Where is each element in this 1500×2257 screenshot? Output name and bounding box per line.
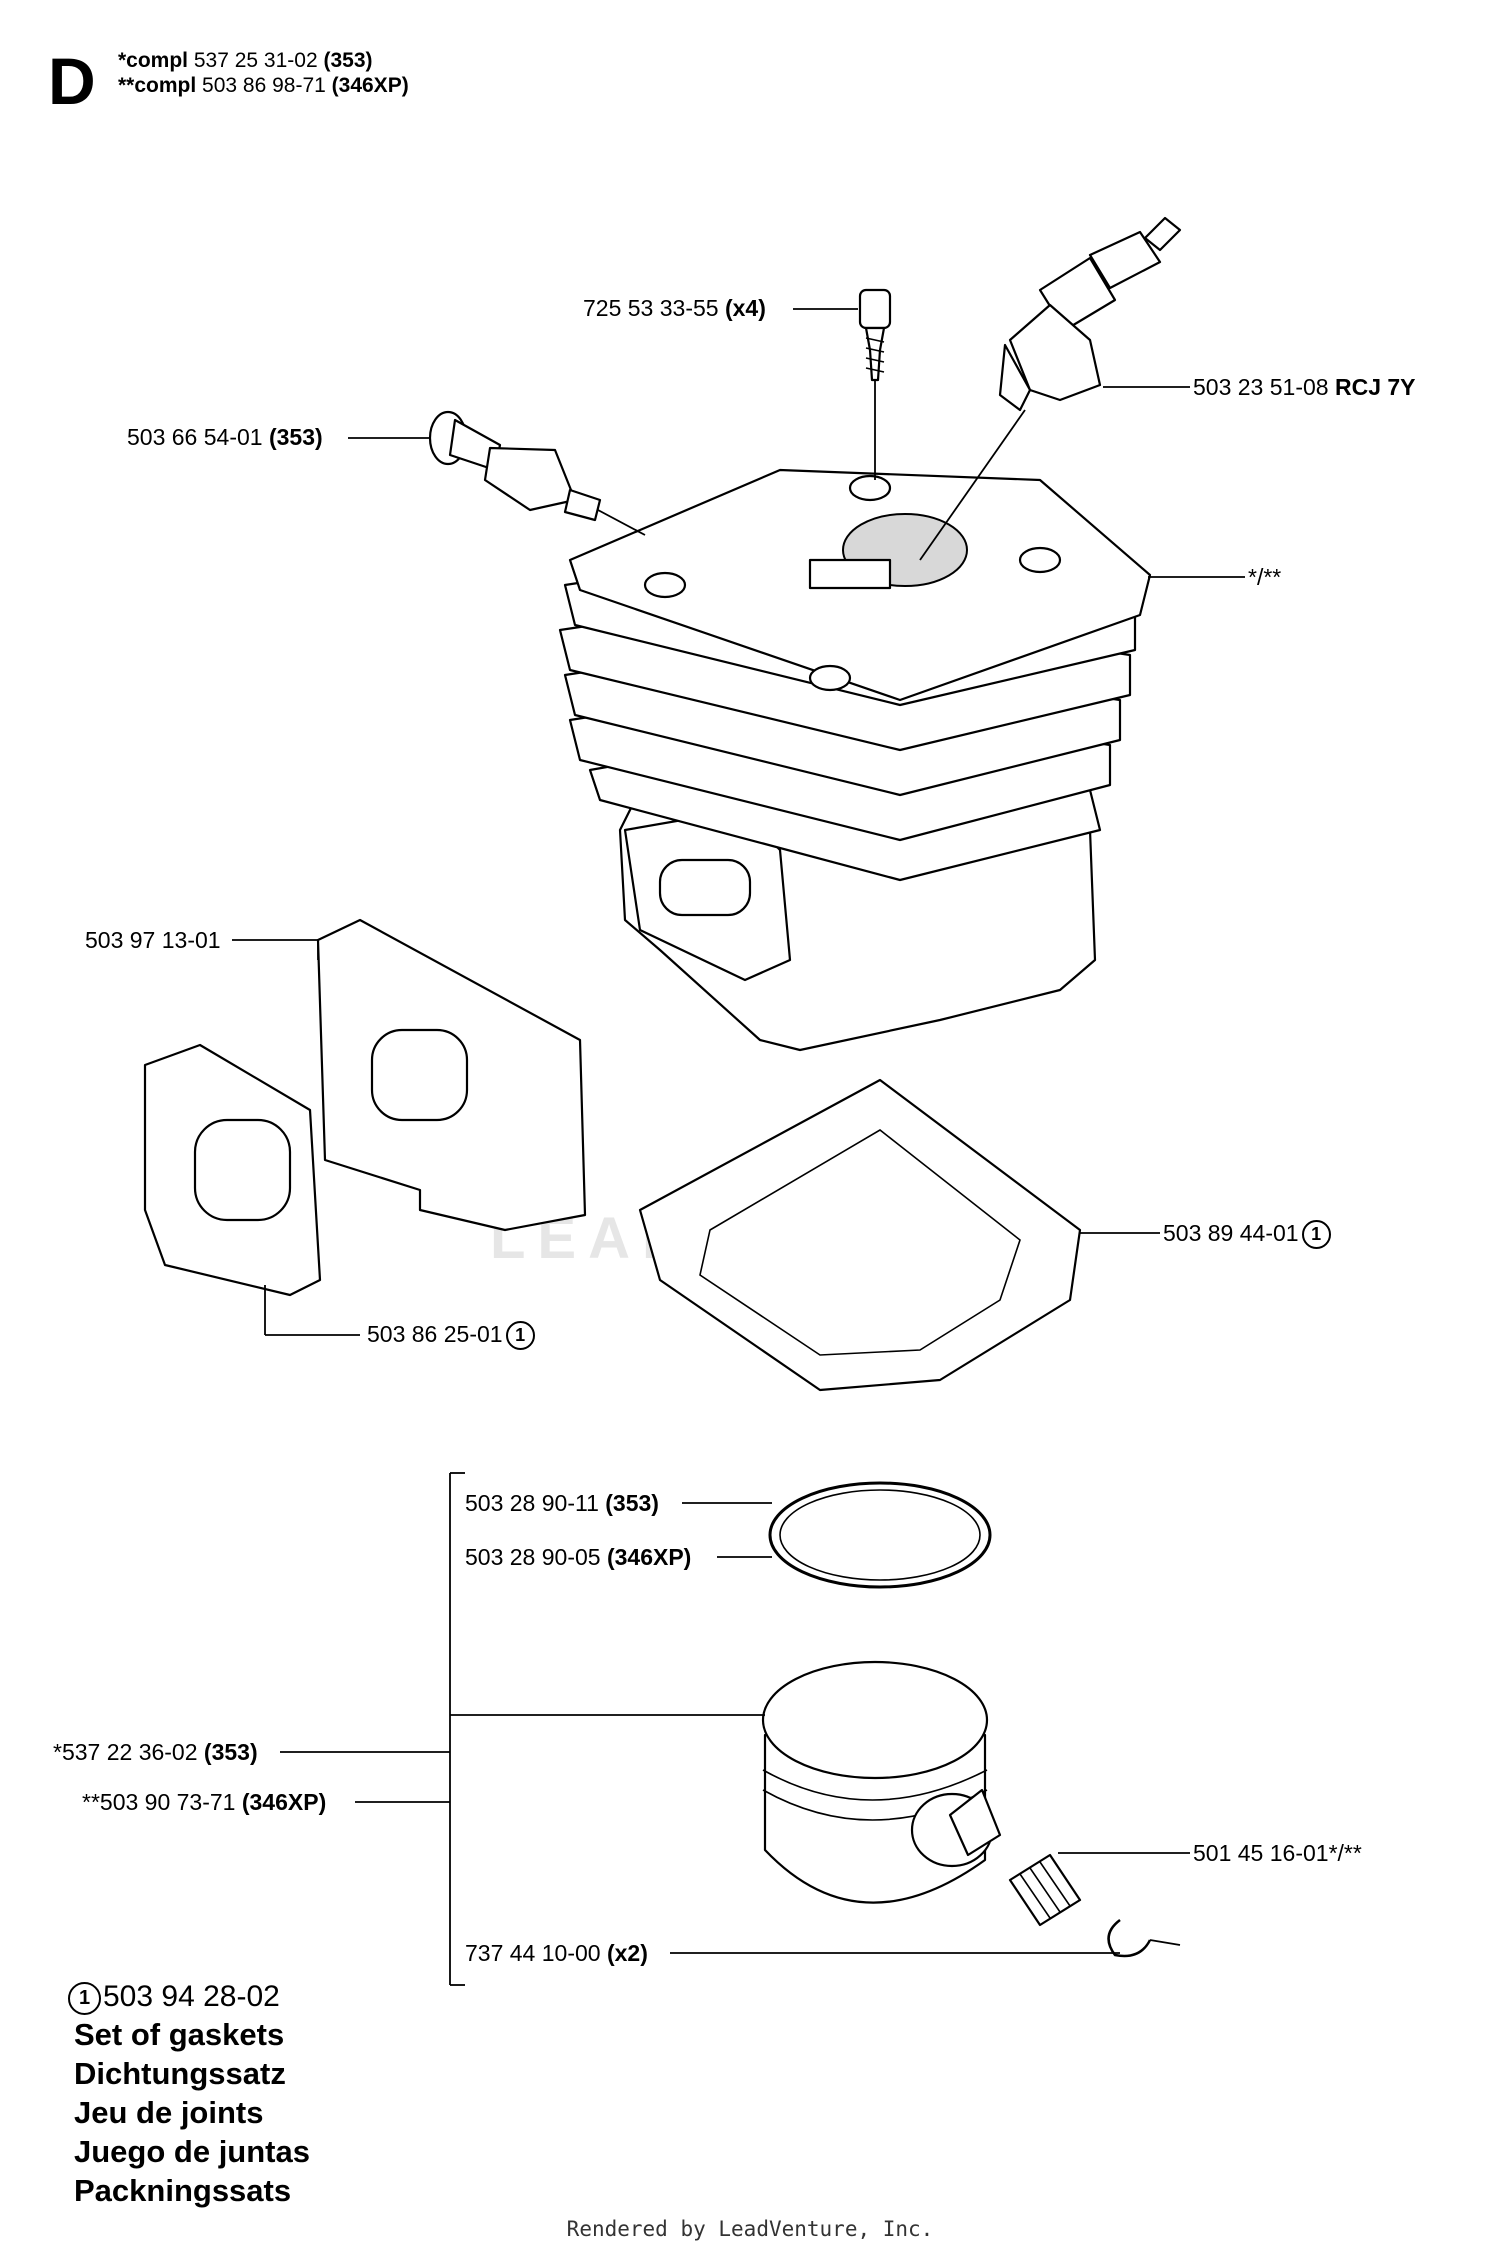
- header-line-2-number: 503 86 98-71: [202, 74, 326, 97]
- callout-exhaust-gasket-number: 503 86 25-01: [367, 1321, 503, 1347]
- callout-piston-346: **503 90 73-71 (346XP): [82, 1789, 326, 1815]
- callout-piston-346-number: **503 90 73-71: [82, 1789, 236, 1815]
- header-line-2-prefix: **compl: [118, 74, 197, 97]
- piston-ring-illustration: [768, 1481, 992, 1589]
- callout-cylinder-gasket-number: 503 89 44-01: [1163, 1220, 1299, 1246]
- callout-decomp-valve-model: (353): [268, 424, 323, 450]
- header-line-1-prefix: *compl: [118, 49, 189, 72]
- callout-screw-number: 725 53 33-55: [583, 295, 719, 321]
- exhaust-port: [658, 858, 752, 917]
- spark-plug-illustration: [998, 216, 1182, 412]
- legend-line-de: Dichtungssatz: [74, 2056, 286, 2091]
- exhaust-gasket-port: [193, 1118, 292, 1222]
- piston-illustration: [761, 1660, 1002, 1904]
- gasket-set-marker-icon: 1: [1301, 1220, 1331, 1250]
- callout-needle-bearing-number: 501 45 16-01*/**: [1193, 1840, 1362, 1866]
- legend-line-en: Set of gaskets: [74, 2017, 285, 2052]
- head-bolt-hole-4: [808, 664, 852, 692]
- callout-spark-plug: 503 23 51-08 RCJ 7Y: [1193, 374, 1416, 400]
- callout-ring-353-number: 503 28 90-11: [465, 1490, 599, 1516]
- gasket-set-marker-icon: 1: [68, 1981, 101, 2015]
- callout-decomp-valve: 503 66 54-01 (353): [127, 424, 323, 450]
- legend-line-sv: Packningssats: [74, 2173, 292, 2208]
- callout-decomp-valve-number: 503 66 54-01: [127, 424, 263, 450]
- callout-screw-qty: (x4): [724, 295, 766, 321]
- callout-spark-plug-number: 503 23 51-08: [1193, 374, 1329, 400]
- callout-cylinder-number: */**: [1248, 564, 1282, 590]
- callout-screw: 725 53 33-55 (x4): [583, 295, 766, 321]
- head-bolt-hole-2: [1018, 546, 1062, 574]
- legend-line-fr: Jeu de joints: [74, 2095, 264, 2130]
- gasket-set-marker-icon: 1: [505, 1321, 535, 1351]
- callout-plate-number: 503 97 13-01: [85, 927, 221, 953]
- callout-plate: 503 97 13-01: [85, 927, 221, 953]
- screw-illustration: [858, 288, 892, 382]
- callout-circlip-number: 737 44 10-00: [465, 1940, 601, 1966]
- needle-bearing-illustration: [1008, 1853, 1082, 1927]
- cylinder-illustration: [558, 468, 1152, 1052]
- callout-piston-353: *537 22 36-02 (353): [53, 1739, 258, 1765]
- head-bolt-hole-3: [643, 571, 687, 599]
- callout-ring-353-model: (353): [605, 1490, 659, 1516]
- decomp-port: [808, 558, 892, 590]
- section-letter: D: [48, 44, 96, 118]
- header-line-1-number: 537 25 31-02: [193, 49, 318, 72]
- plate-port: [370, 1028, 469, 1122]
- callout-needle-bearing: 501 45 16-01*/**: [1193, 1840, 1362, 1866]
- callout-piston-353-number: *537 22 36-02: [53, 1739, 198, 1765]
- callout-cylinder: */**: [1248, 564, 1281, 590]
- callout-circlip-qty: (x2): [606, 1940, 648, 1966]
- legend-line-es: Juego de juntas: [74, 2134, 310, 2169]
- header-line-1: *compl 537 25 31-02 (353): [118, 48, 373, 73]
- callout-ring-346: 503 28 90-05 (346XP): [465, 1544, 691, 1570]
- header-line-2: **compl 503 86 98-71 (346XP): [118, 73, 409, 98]
- decomp-valve-illustration: [428, 410, 602, 522]
- callout-circlip: 737 44 10-00 (x2): [465, 1940, 648, 1966]
- callout-piston-353-model: (353): [203, 1739, 258, 1765]
- callout-ring-346-model: (346XP): [606, 1544, 692, 1570]
- head-bolt-hole-1: [848, 474, 892, 502]
- circlip-illustration: [1107, 1919, 1152, 1958]
- leader-lines: [232, 308, 1245, 1986]
- footer-credit: Rendered by LeadVenture, Inc.: [566, 2217, 934, 2241]
- header-line-1-model: (353): [323, 49, 373, 72]
- legend-kit-number-text: 503 94 28-02: [103, 1980, 280, 2013]
- callout-ring-346-number: 503 28 90-05: [465, 1544, 601, 1570]
- callout-piston-346-model: (346XP): [241, 1789, 327, 1815]
- header-line-2-model: (346XP): [331, 74, 409, 97]
- callout-ring-353: 503 28 90-11 (353): [465, 1490, 659, 1516]
- cylinder-gasket-illustration: [638, 1078, 1082, 1392]
- callout-spark-plug-type: RCJ 7Y: [1334, 374, 1416, 400]
